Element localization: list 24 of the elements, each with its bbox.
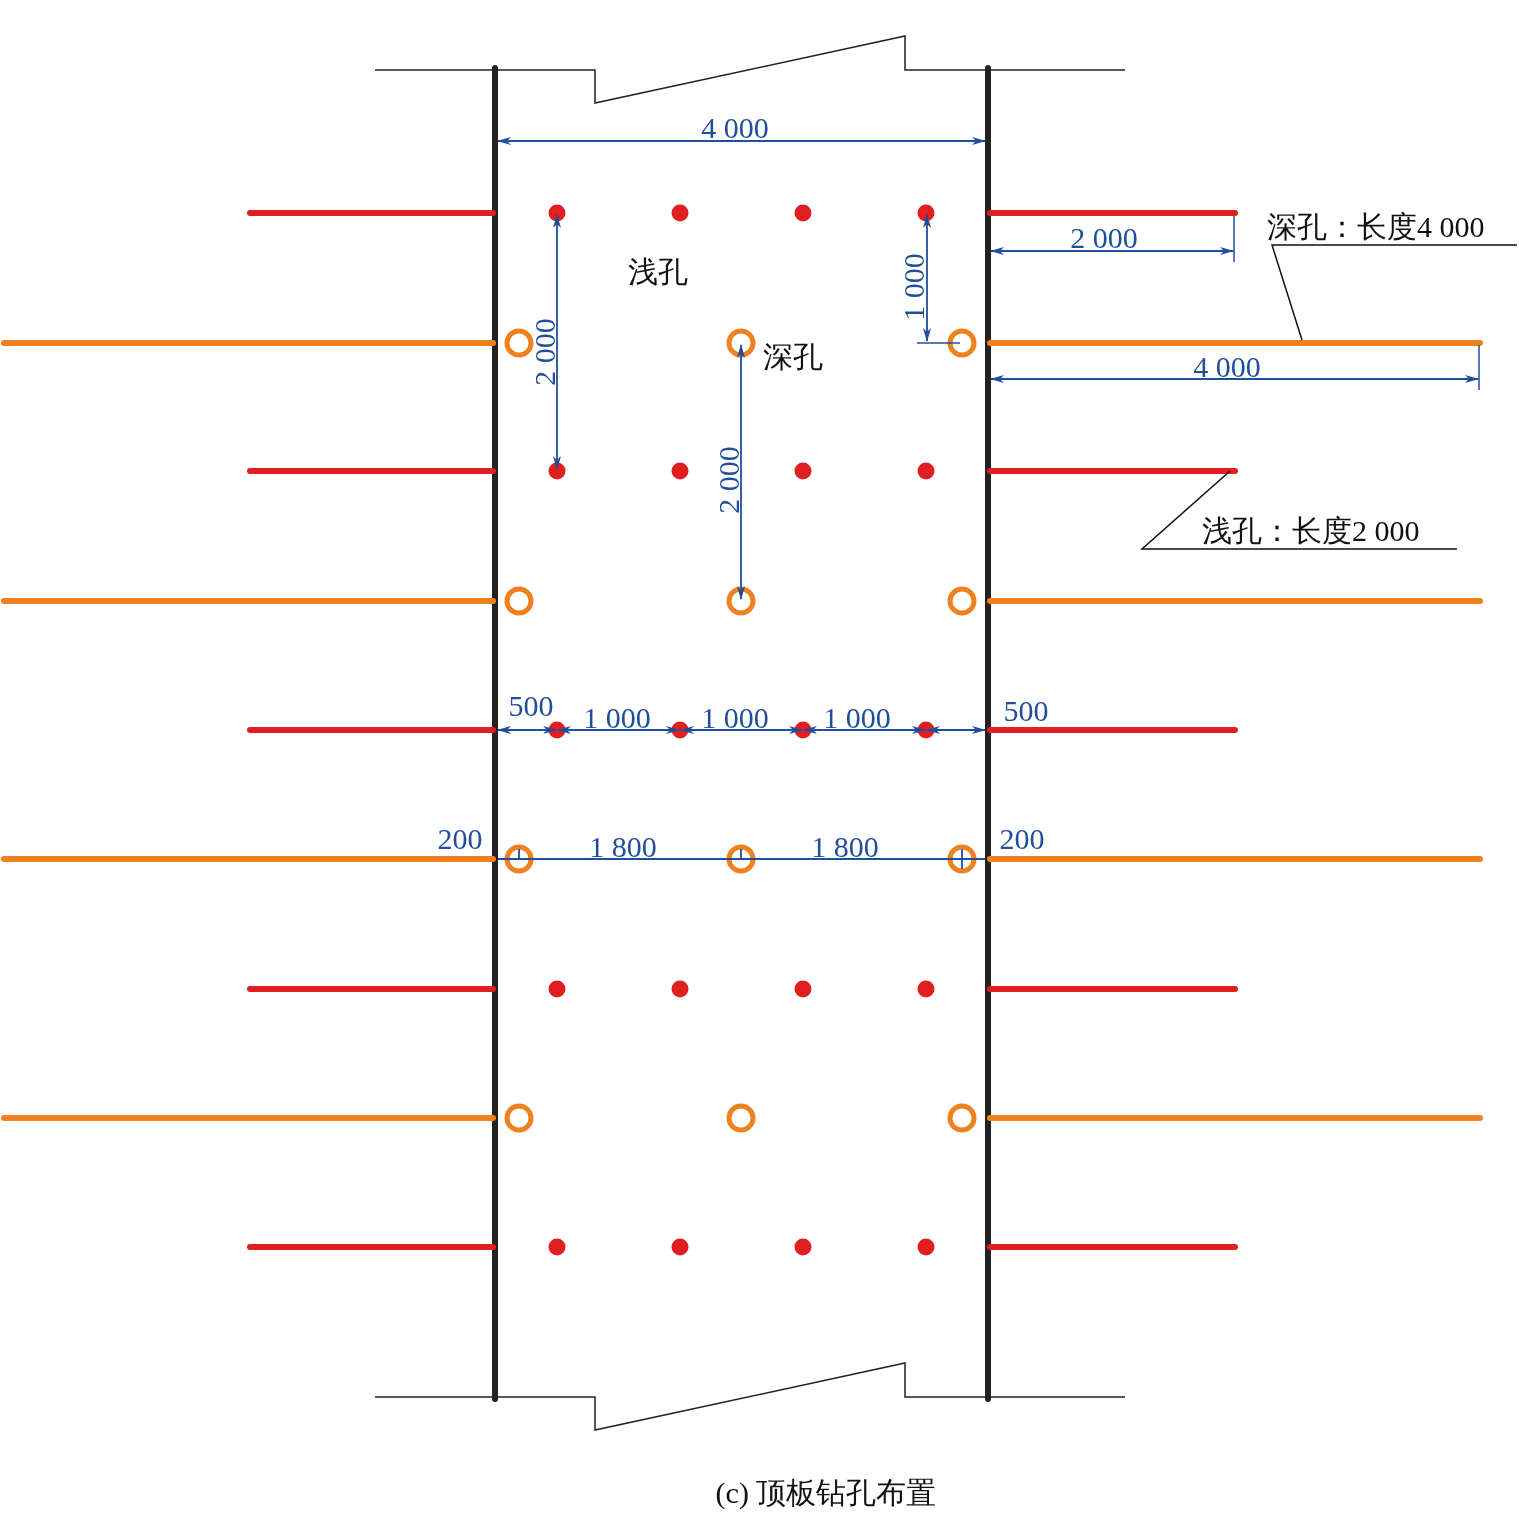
dimension-value: 1 000 [583, 703, 651, 733]
leader-line [1140, 470, 1458, 550]
dimension-value: 1 800 [589, 832, 657, 862]
leader-line [1270, 244, 1518, 341]
callout-text: 深孔：长度4 000 [1267, 212, 1485, 242]
dimension-value: 2 000 [1070, 223, 1138, 253]
dimension-value: 4 000 [1193, 352, 1261, 382]
dimension-value: 2 000 [530, 318, 560, 386]
dimension-value: 1 800 [811, 832, 879, 862]
dimension-value: 200 [999, 824, 1045, 854]
dimension-value: 1 000 [701, 703, 769, 733]
dimension-value: 4 000 [701, 113, 769, 143]
borehole-line [987, 340, 1483, 346]
hole-type-label: 深孔 [763, 342, 823, 372]
dimension-value: 500 [1003, 696, 1049, 726]
borehole-line [987, 468, 1238, 474]
dimension-value: 1 000 [823, 703, 891, 733]
hole-type-label: 浅孔 [628, 257, 688, 287]
dimension-value: 500 [508, 691, 554, 721]
callout-text: 浅孔：长度2 000 [1202, 516, 1420, 546]
figure-caption: (c) 顶板钻孔布置 [715, 1478, 937, 1508]
dimension-value: 1 000 [899, 253, 929, 321]
dimension-value: 200 [437, 824, 483, 854]
dimension-value: 2 000 [714, 446, 744, 514]
